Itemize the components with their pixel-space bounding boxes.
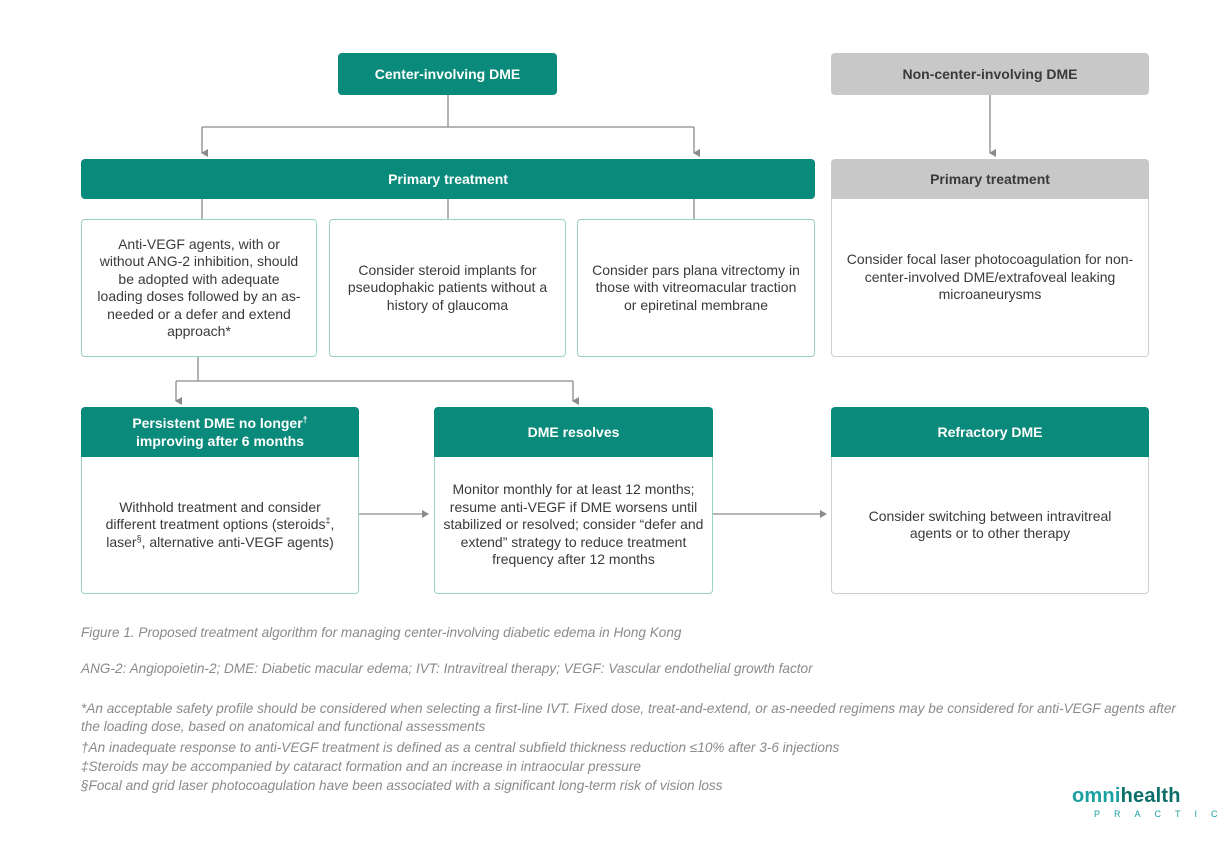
non-center-involving-dme-label: Non-center-involving DME [902, 66, 1078, 82]
steroid-implants-box: Consider steroid implants for pseudophak… [329, 219, 566, 357]
logo-wordmark: omnihealth [1072, 785, 1181, 808]
primary-treatment-right-label: Primary treatment [930, 171, 1050, 187]
center-involving-dme-label: Center-involving DME [374, 66, 521, 82]
persistent-body-b: , laser [106, 516, 335, 550]
persistent-dme-line1: Persistent DME no longer [132, 415, 303, 431]
persistent-body-a: Withhold treatment and consider differen… [105, 498, 326, 533]
persistent-dme-box: Withhold treatment and consider differen… [81, 457, 359, 594]
center-involving-dme-node: Center-involving DME [338, 53, 557, 95]
figure-caption: Figure 1. Proposed treatment algorithm f… [81, 625, 682, 640]
primary-treatment-right-header: Primary treatment [831, 159, 1149, 199]
dme-resolves-label: DME resolves [527, 424, 620, 440]
dme-resolves-header: DME resolves [434, 407, 713, 457]
persistent-dme-line2: improving after 6 months [135, 433, 305, 449]
omnihealth-practice-logo: omnihealth PRACTICE [1072, 785, 1227, 825]
double-dagger-mark: ‡ [325, 515, 331, 526]
persistent-dme-text: Withhold treatment and consider differen… [100, 499, 340, 552]
section-mark: § [136, 533, 142, 544]
anti-vegf-text: Anti-VEGF agents, with or without ANG-2 … [97, 235, 301, 340]
abbreviations: ANG-2: Angiopoietin-2; DME: Diabetic mac… [81, 661, 813, 676]
refractory-dme-box: Consider switching between intravitreal … [831, 457, 1149, 594]
logo-part-omni: omni [1072, 785, 1121, 807]
footnote-dagger: †An inadequate response to anti-VEGF tre… [81, 740, 840, 755]
footnote-asterisk: *An acceptable safety profile should be … [81, 701, 1176, 734]
primary-treatment-left-label: Primary treatment [388, 171, 508, 187]
focal-laser-text: Consider focal laser photocoagulation fo… [846, 251, 1134, 303]
vitrectomy-text: Consider pars plana vitrectomy in those … [592, 261, 800, 313]
logo-part-health: health [1120, 785, 1181, 807]
footnote-section: §Focal and grid laser photocoagulation h… [81, 778, 723, 793]
vitrectomy-box: Consider pars plana vitrectomy in those … [577, 219, 815, 357]
persistent-dme-header: Persistent DME no longer† improving after… [81, 407, 359, 457]
refractory-dme-header: Refractory DME [831, 407, 1149, 457]
dme-resolves-text: Monitor monthly for at least 12 months; … [443, 481, 704, 568]
footnote-double-dagger: ‡Steroids may be accompanied by cataract… [81, 759, 641, 774]
refractory-dme-text: Consider switching between intravitreal … [868, 507, 1112, 542]
steroid-implants-text: Consider steroid implants for pseudophak… [347, 261, 548, 313]
persistent-body-c: , alternative anti-VEGF agents) [141, 533, 334, 550]
primary-treatment-left-node: Primary treatment [81, 159, 815, 199]
logo-subtitle: PRACTICE [1094, 809, 1227, 819]
anti-vegf-box: Anti-VEGF agents, with or without ANG-2 … [81, 219, 317, 357]
focal-laser-box: Consider focal laser photocoagulation fo… [831, 199, 1149, 357]
refractory-dme-label: Refractory DME [937, 424, 1043, 440]
dagger-mark: † [302, 414, 308, 425]
non-center-involving-dme-node: Non-center-involving DME [831, 53, 1149, 95]
persistent-dme-label: Persistent DME no longer† improving after… [132, 414, 307, 450]
dme-resolves-box: Monitor monthly for at least 12 months; … [434, 457, 713, 594]
